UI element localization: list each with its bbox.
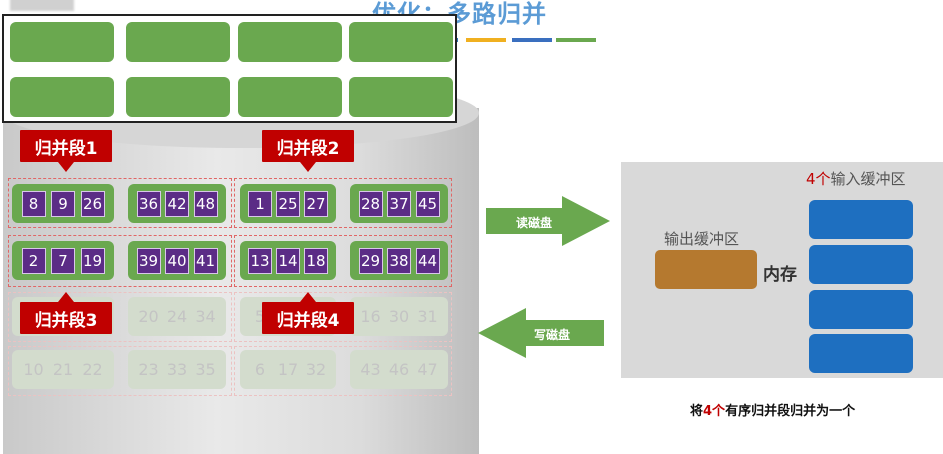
record-cell: 34 bbox=[195, 307, 216, 326]
record-cell: 26 bbox=[80, 190, 105, 217]
record-cell: 35 bbox=[195, 360, 216, 379]
record-cell: 18 bbox=[304, 247, 328, 274]
segment-label-1: 归并段1 bbox=[20, 130, 112, 172]
segment-box-3 bbox=[8, 235, 232, 287]
disk-page: 43 46 47 bbox=[350, 350, 448, 389]
record-cell: 9 bbox=[51, 190, 75, 217]
segment-box-1 bbox=[8, 178, 232, 228]
disk-page: 20 24 34 bbox=[128, 297, 226, 336]
record-cell: 25 bbox=[276, 190, 300, 217]
record-cell: 41 bbox=[193, 247, 218, 274]
record-cell: 37 bbox=[387, 190, 411, 217]
read-disk-label: 读磁盘 bbox=[516, 216, 553, 230]
memory-block bbox=[126, 22, 230, 62]
record-cell: 10 bbox=[23, 360, 44, 379]
memory-block bbox=[10, 22, 114, 62]
record-cell: 27 bbox=[304, 190, 328, 217]
record-cell: 45 bbox=[415, 190, 440, 217]
segment-box-faint bbox=[234, 292, 452, 342]
legend-line-yellow bbox=[466, 38, 506, 42]
record-cell: 33 bbox=[166, 360, 188, 379]
segment-box-4 bbox=[234, 235, 452, 287]
record-cell: 17 bbox=[277, 360, 299, 379]
segment-box-faint bbox=[8, 292, 232, 342]
record-cell: 43 bbox=[360, 360, 381, 379]
memory-block bbox=[126, 77, 230, 117]
segment-box-faint bbox=[8, 346, 232, 396]
record-cell: 19 bbox=[80, 247, 105, 274]
memory-block bbox=[349, 77, 453, 117]
segment-label-3: 归并段3 bbox=[20, 292, 112, 334]
legend-line-green bbox=[556, 38, 596, 42]
record-cell: 48 bbox=[193, 190, 218, 217]
record-cell: 5 bbox=[254, 307, 266, 326]
disk-page: 10 21 22 bbox=[12, 350, 114, 389]
output-buffer bbox=[655, 250, 757, 289]
write-disk-arrow bbox=[478, 308, 604, 358]
input-buffer-1 bbox=[809, 200, 913, 239]
faded-header-text bbox=[4, 0, 74, 12]
record-cell: 6 bbox=[254, 360, 266, 379]
output-buffer-title: 输出缓冲区 bbox=[664, 230, 740, 248]
record-cell: 1 bbox=[248, 190, 272, 217]
record-cell: 21 bbox=[52, 360, 74, 379]
segment-box-2 bbox=[234, 178, 452, 228]
record-cell: 24 bbox=[166, 307, 188, 326]
record-cell: 2 bbox=[21, 247, 46, 274]
write-disk-label: 写磁盘 bbox=[534, 328, 571, 342]
record-cell: 39 bbox=[136, 247, 161, 274]
record-cell: 16 bbox=[360, 307, 381, 326]
record-cell: 40 bbox=[165, 247, 189, 274]
record-cell: 42 bbox=[165, 190, 189, 217]
record-cell: 32 bbox=[305, 360, 327, 379]
input-buffer-title: 4个输入缓冲区 bbox=[806, 170, 906, 188]
disk-body bbox=[3, 108, 479, 454]
input-buffer-3 bbox=[809, 290, 913, 329]
memory-block bbox=[238, 22, 342, 62]
record-cell: 47 bbox=[417, 360, 438, 379]
record-cell: 46 bbox=[388, 360, 410, 379]
caption: 将4个有序归并段归并为一个 bbox=[690, 404, 856, 419]
record-cell: 31 bbox=[417, 307, 438, 326]
disk-page: 23 33 35 bbox=[128, 350, 226, 389]
record-cell: 44 bbox=[415, 247, 440, 274]
record-cell: 38 bbox=[387, 247, 411, 274]
disk-page: 16 30 31 bbox=[350, 297, 448, 336]
record-cell: 23 bbox=[138, 360, 159, 379]
memory-block bbox=[238, 77, 342, 117]
record-cell: 13 bbox=[248, 247, 272, 274]
legend-line-darkblue bbox=[512, 38, 552, 42]
record-cell: 8 bbox=[21, 190, 46, 217]
memory-label: 内存 bbox=[763, 265, 797, 285]
segment-box-faint bbox=[234, 346, 452, 396]
segment-label-4: 归并段4 bbox=[262, 292, 354, 334]
read-disk-arrow bbox=[486, 196, 610, 246]
record-cell: 14 bbox=[276, 247, 300, 274]
record-cell: 7 bbox=[51, 247, 75, 274]
record-cell: 30 bbox=[388, 307, 410, 326]
disk-page: 6 17 32 bbox=[240, 350, 336, 389]
record-cell: 28 bbox=[358, 190, 383, 217]
memory-block bbox=[10, 77, 114, 117]
input-buffer-4 bbox=[809, 334, 913, 373]
record-cell: 20 bbox=[138, 307, 159, 326]
record-cell: 29 bbox=[358, 247, 383, 274]
record-cell: 22 bbox=[82, 360, 103, 379]
segment-label-2: 归并段2 bbox=[262, 130, 354, 172]
record-cell: 36 bbox=[136, 190, 161, 217]
memory-block bbox=[349, 22, 453, 62]
input-buffer-2 bbox=[809, 245, 913, 284]
